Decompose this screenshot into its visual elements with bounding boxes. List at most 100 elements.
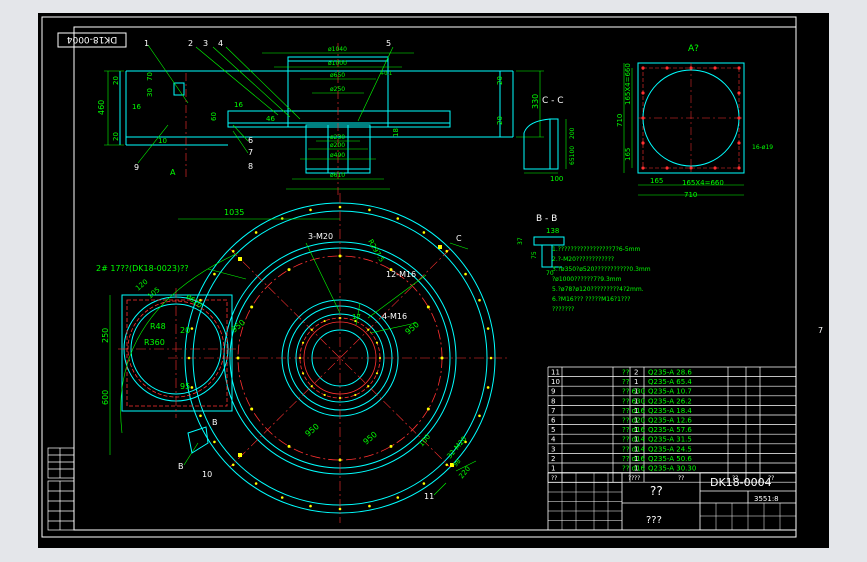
svg-text:ø200: ø200 [330, 142, 345, 149]
bom-row-name: ?? 630 [622, 388, 645, 396]
bolt-hole [213, 440, 216, 444]
svg-text:3-M20: 3-M20 [308, 232, 333, 241]
svg-text:165: 165 [650, 177, 663, 185]
bolt-hole [489, 356, 493, 360]
svg-text:165X4=660: 165X4=660 [682, 179, 724, 187]
bolt-hole [287, 268, 291, 272]
bom-row-no: 6 [551, 417, 556, 425]
svg-text:1.?????????????????7?6-5mm: 1.?????????????????7?6-5mm [552, 246, 641, 253]
bolt-hole [309, 208, 312, 212]
svg-text:DK18-0004: DK18-0004 [710, 476, 772, 489]
top-view-centerlines [185, 43, 339, 198]
bolt-hole [199, 298, 202, 302]
left-margin-table [47, 447, 75, 531]
bolt-hole [375, 341, 379, 344]
bolt-hole [287, 444, 291, 448]
bolt-hole [338, 458, 342, 462]
cad-drawing-viewport[interactable]: DK18-0004 7 [38, 13, 829, 548]
bolt-hole [737, 116, 741, 120]
svg-text:710: 710 [616, 114, 624, 127]
bom-header-cell: ?? [628, 475, 634, 482]
bom-row-material: Q235-A 65.4 [648, 378, 692, 386]
bom-row-material: Q235-A 57.6 [648, 426, 692, 434]
svg-text:A?: A? [688, 44, 699, 54]
svg-text:+0.1: +0.1 [380, 71, 392, 77]
bolt-hole [368, 208, 371, 212]
bolt-hole [354, 319, 357, 323]
svg-text:60: 60 [210, 112, 218, 121]
svg-text:37: 37 [517, 237, 524, 245]
bolt-hole [254, 482, 258, 485]
svg-text:1035: 1035 [224, 208, 244, 217]
technical-notes: 1.?????????????????7?6-5mm 2.?-M20??????… [552, 246, 651, 313]
bolt-hole [737, 66, 741, 70]
svg-text:950: 950 [404, 320, 421, 337]
bolt-hole [689, 166, 693, 170]
bolt-hole [389, 444, 393, 448]
bolt-hole [301, 341, 305, 344]
svg-text:65100: 65100 [569, 146, 576, 165]
bom-row-qty: 1 [634, 407, 638, 415]
bolt-hole [445, 463, 449, 467]
bolt-hole [368, 504, 371, 508]
bolt-hole [641, 66, 645, 70]
bom-row-material: Q235-A 10.7 [648, 388, 692, 396]
bom-row-material: Q235-A 24.5 [648, 445, 692, 453]
bolt-hole [323, 393, 326, 397]
svg-text:20: 20 [496, 116, 504, 125]
bom-row-qty: 1 [634, 445, 638, 453]
svg-text:ø1040: ø1040 [328, 46, 347, 53]
svg-text:460: 460 [97, 100, 106, 115]
bolt-hole [486, 386, 490, 389]
bom-row-qty: 1 [634, 436, 638, 444]
bolt-hole [665, 166, 669, 170]
bolt-hole [737, 141, 741, 145]
bolt-hole [338, 205, 342, 209]
bolt-hole [389, 268, 393, 272]
svg-text:165: 165 [624, 148, 632, 161]
svg-text:1: 1 [144, 39, 149, 48]
bolt-hole [422, 231, 426, 234]
bom-row-name: ?? d16 [622, 407, 646, 415]
svg-text:710: 710 [684, 191, 697, 199]
plan-texts: 1035 3-M20 R297.5 C 2# 17??(DK18-0023)??… [96, 208, 472, 501]
bom-row-no: 5 [551, 426, 555, 434]
svg-text:16: 16 [234, 101, 243, 109]
b-section-view: B - B 138 37 75 70 [517, 214, 565, 277]
bom-row-qty: 1 [634, 465, 638, 473]
svg-text:20: 20 [112, 132, 120, 141]
svg-text:105: 105 [146, 286, 161, 301]
bom-row-name: ?? [622, 378, 630, 386]
svg-text:4: 4 [218, 39, 223, 48]
bolt-hole [231, 463, 235, 467]
bolt-hole [190, 327, 194, 330]
bolt-hole [301, 372, 305, 375]
bom-row-no: 2 [551, 455, 555, 463]
bolt-hole [298, 356, 302, 360]
bolt-hole [231, 249, 235, 253]
bolt-hole [737, 166, 741, 170]
svg-text:20: 20 [180, 326, 190, 335]
bolt-hole [713, 166, 717, 170]
svg-text:C - C: C - C [542, 96, 564, 106]
svg-text:46: 46 [266, 115, 275, 123]
svg-text:165X4=660: 165X4=660 [624, 63, 632, 105]
bolt-hole [396, 496, 400, 499]
bom-row-material: Q235-A 26.2 [648, 397, 692, 405]
svg-text:11: 11 [424, 492, 434, 501]
bolt-hole [464, 272, 467, 276]
bom-row-qty: 1 [634, 397, 638, 405]
a-view-bolt-holes [641, 66, 741, 170]
svg-text:2# 17??(DK18-0023)??: 2# 17??(DK18-0023)?? [96, 264, 189, 273]
bolt-hole [378, 356, 382, 360]
svg-text:5: 5 [386, 39, 391, 48]
title-block: DK18-0004 ?? ??? 3551:8 [547, 472, 797, 531]
bolt-hole [396, 217, 400, 220]
bom-row-name: ?? d16 [622, 465, 646, 473]
a-view: A? 165X4=660 710 165 710 165X4=660 165 1… [616, 44, 773, 199]
svg-text:?ø1000??????7?9.3mm: ?ø1000??????7?9.3mm [552, 276, 622, 283]
plan-view [109, 193, 508, 523]
bom-row-material: Q235-A 28.6 [648, 369, 692, 377]
svg-text:??: ?? [650, 484, 663, 498]
